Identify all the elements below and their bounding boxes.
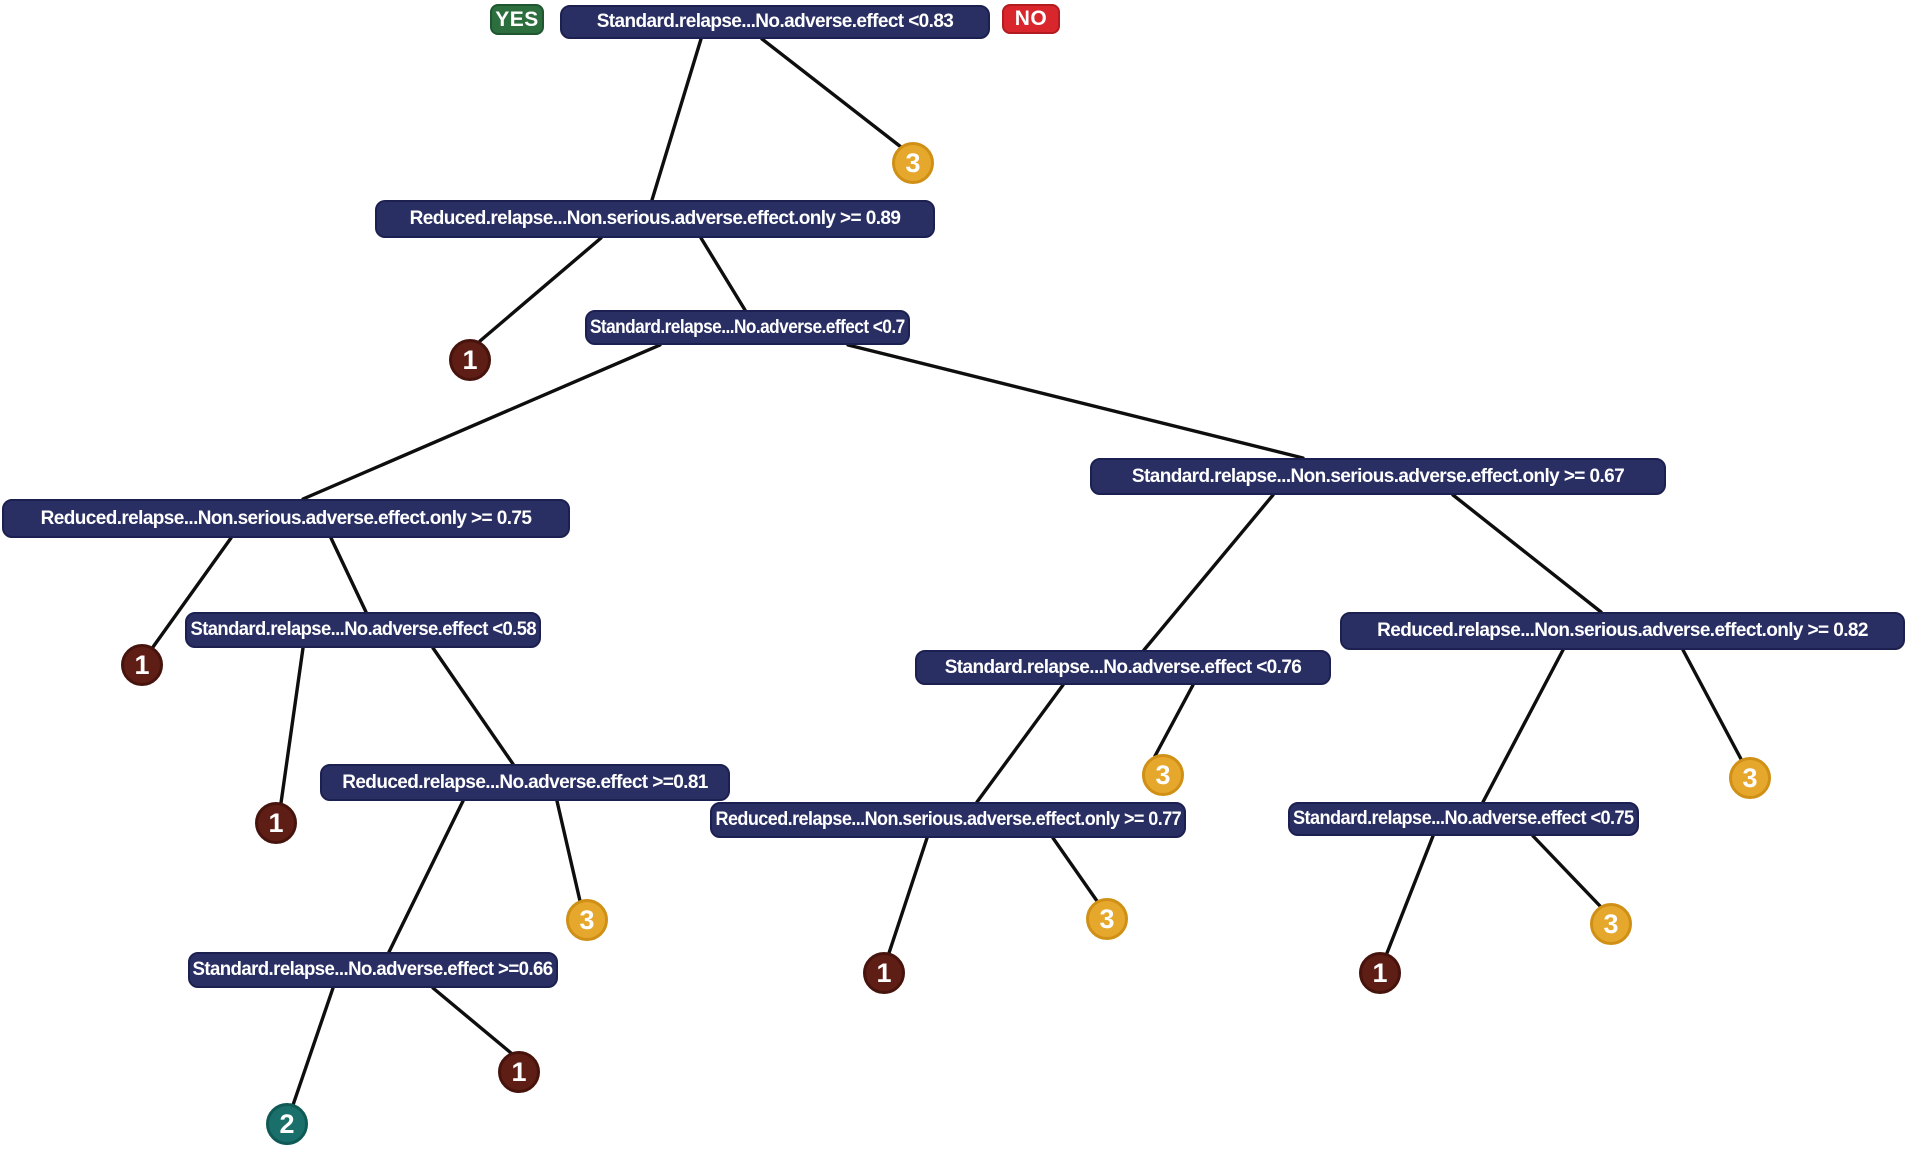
- decision-node-n075: Reduced.relapse...Non.serious.adverse.ef…: [2, 499, 570, 538]
- leaf-class-3: 3: [1729, 757, 1771, 799]
- tree-edge: [699, 236, 747, 312]
- leaf-value: 1: [268, 807, 284, 838]
- leaf-value: 3: [1099, 903, 1115, 934]
- decision-node-root: Standard.relapse...No.adverse.effect <0.…: [560, 5, 990, 39]
- tree-edge: [431, 646, 515, 766]
- leaf-class-3: 3: [566, 899, 608, 941]
- leaf-class-3: 3: [1590, 903, 1632, 945]
- tree-edge: [1142, 493, 1275, 652]
- leaf-class-3: 3: [1086, 898, 1128, 940]
- leaf-class-1: 1: [863, 952, 905, 994]
- tree-edge: [279, 646, 305, 805]
- tree-edge: [555, 799, 582, 903]
- leaf-value: 3: [1742, 762, 1758, 793]
- tree-edge: [1451, 493, 1603, 614]
- leaf-value: 3: [905, 147, 921, 178]
- no-badge: NO: [1002, 4, 1060, 34]
- decision-node-label: Standard.relapse...No.adverse.effect <0.…: [590, 316, 905, 338]
- tree-edge: [387, 799, 465, 954]
- decision-node-label: Reduced.relapse...Non.serious.adverse.ef…: [40, 507, 532, 529]
- leaf-class-1: 1: [449, 339, 491, 381]
- decision-node-label: Standard.relapse...No.adverse.effect <0.…: [596, 11, 954, 32]
- decision-node-n076: Standard.relapse...No.adverse.effect <0.…: [915, 650, 1331, 685]
- leaf-class-3: 3: [1142, 754, 1184, 796]
- leaf-value: 3: [579, 904, 595, 935]
- decision-node-n066: Standard.relapse...No.adverse.effect >=0…: [188, 952, 558, 988]
- leaf-class-1: 1: [121, 644, 163, 686]
- decision-node-n089: Reduced.relapse...Non.serious.adverse.ef…: [375, 200, 935, 238]
- tree-edge: [1681, 648, 1743, 761]
- leaf-class-2: 2: [266, 1103, 308, 1145]
- leaf-value: 1: [1372, 957, 1388, 988]
- tree-edge: [846, 343, 1305, 460]
- leaf-value: 1: [134, 649, 150, 680]
- decision-node-label: Standard.relapse...Non.serious.adverse.e…: [1131, 465, 1625, 487]
- tree-edge: [1481, 648, 1565, 804]
- tree-edge: [1153, 683, 1195, 758]
- decision-node-label: Reduced.relapse...No.adverse.effect >=0.…: [342, 771, 708, 793]
- tree-edge: [301, 343, 662, 501]
- leaf-class-1: 1: [255, 802, 297, 844]
- decision-node-n077: Reduced.relapse...Non.serious.adverse.ef…: [710, 802, 1186, 838]
- tree-edge: [291, 986, 335, 1107]
- tree-edge: [760, 37, 903, 149]
- leaf-value: 3: [1155, 759, 1171, 790]
- tree-edge: [975, 683, 1065, 804]
- tree-edge: [650, 37, 703, 202]
- decision-node-label: Reduced.relapse...Non.serious.adverse.ef…: [715, 809, 1181, 830]
- tree-edge: [887, 836, 929, 955]
- decision-node-label: Reduced.relapse...Non.serious.adverse.ef…: [409, 208, 901, 229]
- tree-edge: [431, 986, 513, 1055]
- decision-node-label: Standard.relapse...No.adverse.effect <0.…: [1293, 808, 1634, 829]
- decision-node-label: Standard.relapse...No.adverse.effect <0.…: [944, 656, 1302, 678]
- decision-node-n082: Reduced.relapse...Non.serious.adverse.ef…: [1340, 612, 1905, 650]
- decision-node-n081: Reduced.relapse...No.adverse.effect >=0.…: [320, 764, 730, 801]
- leaf-value: 3: [1603, 908, 1619, 939]
- decision-node-label: Reduced.relapse...Non.serious.adverse.ef…: [1377, 620, 1868, 641]
- yes-badge: YES: [490, 4, 544, 35]
- decision-node-n075b: Standard.relapse...No.adverse.effect <0.…: [1288, 802, 1639, 836]
- tree-edge: [329, 536, 368, 614]
- decision-node-label: Standard.relapse...No.adverse.effect >=0…: [192, 959, 554, 980]
- decision-node-n07: Standard.relapse...No.adverse.effect <0.…: [585, 310, 910, 345]
- leaf-value: 1: [876, 957, 892, 988]
- leaf-value: 2: [279, 1108, 295, 1139]
- leaf-class-3: 3: [892, 142, 934, 184]
- tree-edge: [478, 236, 603, 343]
- decision-node-n067: Standard.relapse...Non.serious.adverse.e…: [1090, 458, 1666, 495]
- tree-edge: [1531, 834, 1602, 908]
- tree-edge: [1385, 834, 1435, 955]
- decision-node-label: Standard.relapse...No.adverse.effect <0.…: [190, 619, 536, 640]
- decision-node-n058: Standard.relapse...No.adverse.effect <0.…: [185, 612, 541, 648]
- leaf-value: 1: [462, 344, 478, 375]
- tree-edge: [151, 536, 233, 649]
- leaf-class-1: 1: [498, 1051, 540, 1093]
- tree-edge: [1051, 836, 1099, 903]
- leaf-value: 1: [511, 1056, 527, 1087]
- leaf-class-1: 1: [1359, 952, 1401, 994]
